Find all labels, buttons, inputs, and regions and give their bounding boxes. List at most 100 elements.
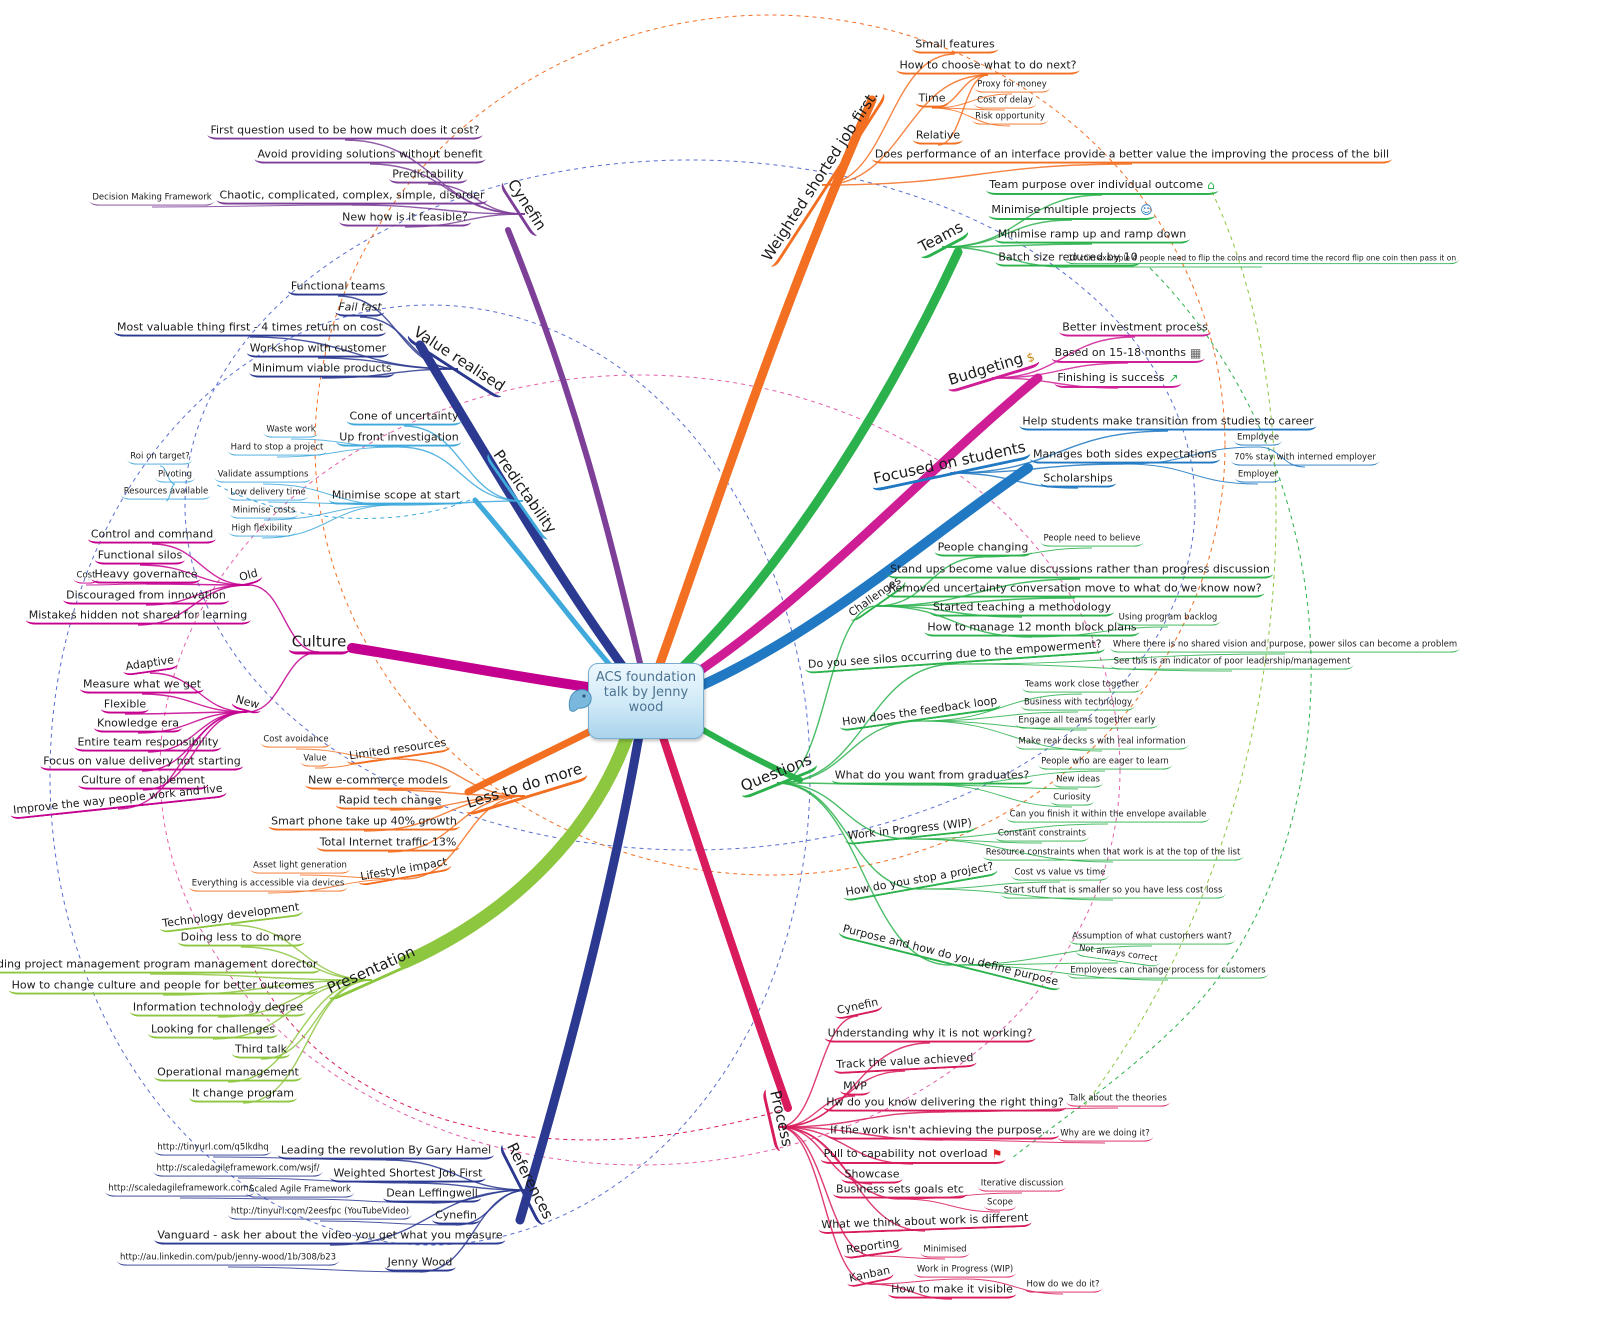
- node-pc12a[interactable]: Work in Progress (WIP): [913, 1265, 1017, 1278]
- node-label[interactable]: Cynefin: [833, 995, 883, 1021]
- node-label[interactable]: People who are eager to learn: [1038, 757, 1172, 770]
- node-label[interactable]: Resources available: [120, 487, 212, 500]
- node-label[interactable]: Functional silos: [94, 549, 186, 565]
- node-label[interactable]: Waste work: [263, 425, 319, 438]
- node-label[interactable]: New ideas: [1053, 775, 1103, 788]
- node-label[interactable]: Minimise ramp up and ramp down: [994, 228, 1190, 244]
- node-label[interactable]: Predictability: [389, 168, 467, 184]
- node-q1a[interactable]: People changing: [934, 541, 1032, 557]
- node-label[interactable]: Looking for challenges: [148, 1023, 278, 1039]
- node-pc9[interactable]: Business sets goals etc: [833, 1183, 967, 1199]
- node-label[interactable]: Cone of uncertainty: [346, 410, 462, 426]
- node-label[interactable]: Showcase: [841, 1168, 903, 1184]
- node-q5[interactable]: Work in Progress (WIP): [844, 816, 976, 846]
- node-label[interactable]: Pull to capability not overload⚑: [820, 1147, 1006, 1165]
- node-label[interactable]: Small features: [912, 38, 998, 54]
- node-p2[interactable]: Up front investigation: [336, 431, 462, 447]
- node-label[interactable]: Cost avoidance: [260, 735, 332, 748]
- node-q7[interactable]: Purpose and how do you define purpose: [837, 922, 1063, 993]
- node-cynefin[interactable]: Cynefin: [499, 173, 551, 239]
- node-teams[interactable]: Teams: [913, 217, 971, 261]
- node-label[interactable]: It change program: [189, 1087, 297, 1103]
- node-label[interactable]: 70% stay with interned employer: [1231, 453, 1379, 466]
- node-label[interactable]: http://scaledagileframework.com/: [105, 1184, 255, 1197]
- node-r1[interactable]: Leading the revolution By Gary Hamel: [277, 1144, 495, 1160]
- node-label[interactable]: Everything is accessible via devices: [188, 879, 348, 892]
- node-w3[interactable]: Time: [915, 92, 949, 108]
- node-label[interactable]: Cost vs value vs time: [1011, 868, 1109, 881]
- node-label[interactable]: Talk about the theories: [1066, 1094, 1170, 1107]
- node-p5[interactable]: Minimise scope at start: [328, 489, 464, 505]
- node-label[interactable]: Cost of delay: [974, 96, 1036, 109]
- node-label[interactable]: Curiosity: [1050, 793, 1094, 806]
- node-r3a[interactable]: Scaled Agile Framework: [246, 1185, 354, 1198]
- node-label[interactable]: Technology development: [158, 900, 304, 934]
- node-new[interactable]: New: [230, 693, 264, 716]
- node-label[interactable]: Control and command: [87, 528, 217, 544]
- node-label[interactable]: Measure what we get: [79, 678, 205, 694]
- node-pc11[interactable]: Reporting: [842, 1236, 904, 1260]
- node-q4[interactable]: What do you want from graduates?: [831, 769, 1033, 785]
- node-label[interactable]: Does performance of an interface provide…: [871, 148, 1393, 164]
- node-l1[interactable]: Limited resources: [345, 736, 451, 767]
- central-topic[interactable]: ACS foundation talk by Jenny wood: [588, 663, 704, 739]
- node-label[interactable]: Scholarships: [1040, 472, 1116, 488]
- node-label[interactable]: MVP: [840, 1080, 870, 1096]
- node-label[interactable]: Start stuff that is smaller so you have …: [1000, 886, 1226, 899]
- node-q1[interactable]: Challenges: [844, 572, 908, 624]
- node-budget[interactable]: Budgeting$: [943, 345, 1041, 395]
- node-label[interactable]: Risk opportunity: [972, 112, 1048, 125]
- node-label[interactable]: See this is an indicator of poor leaders…: [1110, 657, 1354, 670]
- node-label[interactable]: Resource constraints when that work is a…: [982, 848, 1244, 861]
- node-label[interactable]: Third talk: [231, 1043, 291, 1059]
- node-label[interactable]: Adaptive: [121, 653, 179, 677]
- node-label[interactable]: Hard to stop a project: [227, 443, 327, 456]
- node-q6[interactable]: How do you stop a project?: [841, 860, 999, 903]
- node-label[interactable]: New how is it feasible?: [339, 211, 471, 227]
- node-label[interactable]: Coding project management program manage…: [0, 958, 321, 974]
- node-label[interactable]: Fail fast: [335, 301, 385, 317]
- node-label[interactable]: How to change culture and people for bet…: [8, 979, 318, 995]
- node-predict[interactable]: Predictability: [484, 444, 562, 542]
- node-label[interactable]: Based on 15-18 months▦: [1051, 346, 1205, 364]
- node-label[interactable]: Doing less to do more: [177, 931, 305, 947]
- node-label[interactable]: Minimised: [920, 1245, 970, 1258]
- node-label[interactable]: Scope: [984, 1198, 1016, 1211]
- node-label[interactable]: Mistakes hidden not shared for learning: [25, 609, 251, 625]
- node-label[interactable]: Functional teams: [287, 280, 389, 296]
- node-label[interactable]: Culture of enablement: [78, 774, 208, 790]
- node-label[interactable]: Why are we doing it?: [1057, 1129, 1153, 1142]
- node-label[interactable]: http://scaledagileframework.com/wsjf/: [153, 1164, 323, 1177]
- node-q3[interactable]: How does the feedback loop: [838, 694, 1002, 733]
- node-label[interactable]: Iterative discussion: [977, 1179, 1067, 1192]
- node-label[interactable]: http://au.linkedin.com/pub/jenny-wood/1b…: [116, 1253, 340, 1266]
- node-label[interactable]: How to make it visible: [888, 1283, 1016, 1299]
- node-questions[interactable]: Questions: [735, 750, 819, 800]
- node-label[interactable]: Proxy for money: [974, 80, 1050, 93]
- node-label[interactable]: Roi on target?: [127, 452, 193, 465]
- node-label[interactable]: Avoid providing solutions without benefi…: [254, 148, 486, 164]
- node-label[interactable]: Vanguard - ask her about the video you g…: [154, 1229, 506, 1245]
- node-process[interactable]: Process: [761, 1085, 797, 1152]
- node-q2[interactable]: Do you see silos occurring due to the em…: [804, 637, 1106, 675]
- node-label[interactable]: http://tinyurl.com/q5lkdhq: [154, 1143, 272, 1156]
- node-old[interactable]: Old: [235, 566, 263, 588]
- node-label[interactable]: Focus on value delivery not starting: [40, 755, 244, 771]
- node-w2[interactable]: How to choose what to do next?: [896, 59, 1080, 75]
- node-label[interactable]: Information technology degree: [129, 1001, 307, 1017]
- node-label[interactable]: Employer: [1234, 470, 1282, 483]
- node-f2a[interactable]: Employee: [1233, 433, 1283, 446]
- node-label[interactable]: Asset light generation: [250, 861, 350, 874]
- node-label[interactable]: Decision Making Framework: [89, 193, 215, 206]
- node-r2[interactable]: Weighted Shortest Job First: [330, 1167, 486, 1183]
- node-label[interactable]: Understanding why it is not working?: [824, 1027, 1036, 1043]
- node-label[interactable]: Better investment process: [1059, 321, 1211, 337]
- node-label[interactable]: Relative: [912, 129, 964, 145]
- node-label[interactable]: Make real decks s with real information: [1015, 737, 1189, 750]
- node-lessdo[interactable]: Less to do more: [461, 760, 589, 817]
- node-o3[interactable]: Heavy governance: [91, 568, 201, 584]
- node-label[interactable]: Not always correct: [1074, 943, 1162, 968]
- node-r4[interactable]: Cynefin: [432, 1209, 480, 1225]
- node-label[interactable]: Validate assumptions: [214, 470, 312, 483]
- node-l8[interactable]: Lifestyle impact: [356, 855, 452, 887]
